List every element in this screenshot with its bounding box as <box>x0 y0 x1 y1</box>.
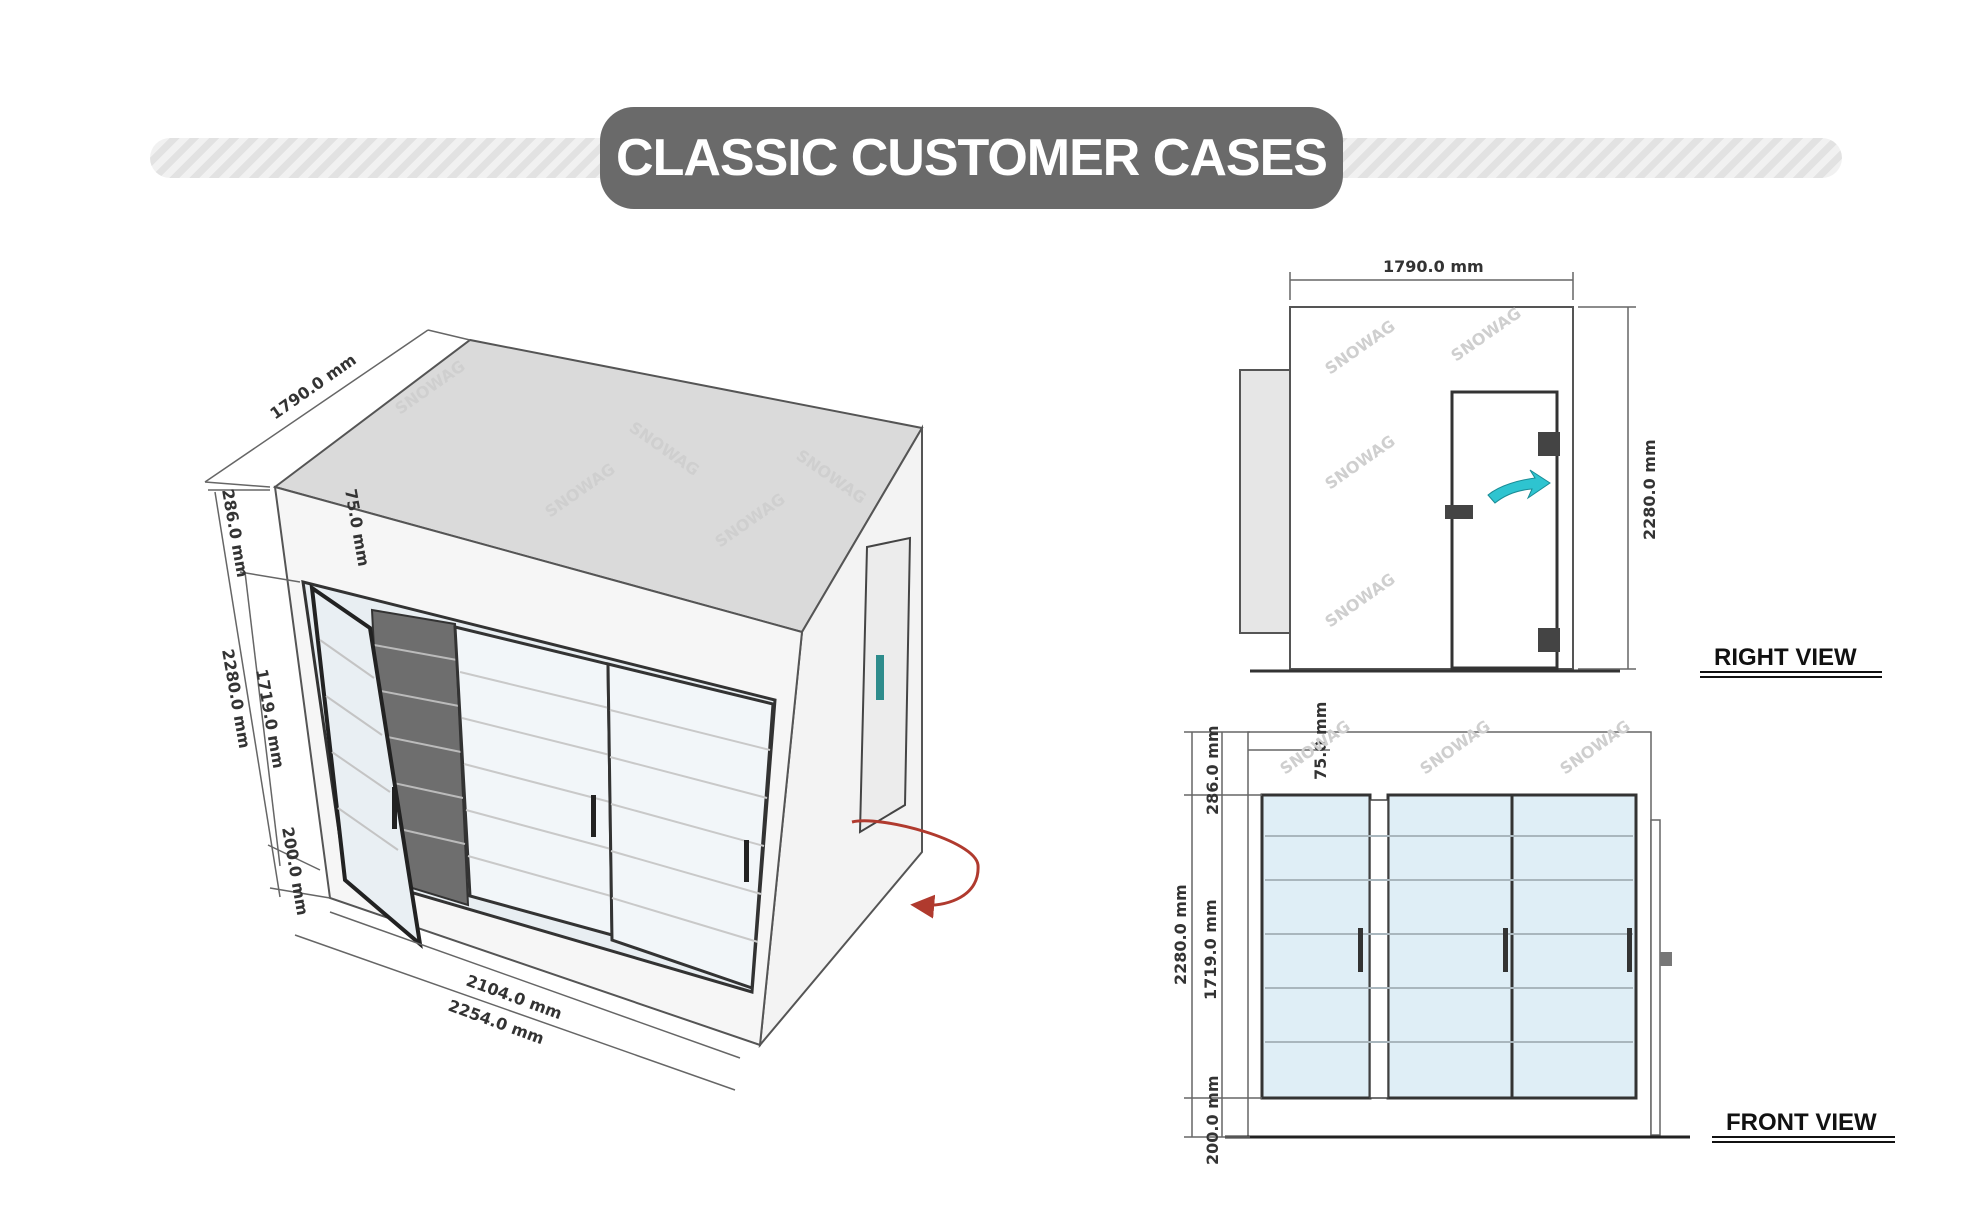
right-view-hinge-top <box>1538 432 1560 456</box>
iso-open-door-shelves <box>319 639 399 851</box>
front-view-label: FRONT VIEW <box>1726 1109 1877 1136</box>
isometric-view: SNOWAG SNOWAG SNOWAG SNOWAG SNOWAG 1790.… <box>204 329 980 1091</box>
right-view-hinge-bottom <box>1538 628 1560 652</box>
front-view-door-height-dim: 1719.0 mm <box>1201 899 1220 1000</box>
right-view-door-latch <box>1445 505 1473 519</box>
iso-door-2-shelves <box>459 671 612 897</box>
front-view-glass-door-2 <box>1386 793 1514 1100</box>
front-view-side-door-edge <box>1650 819 1661 1136</box>
iso-door-3-handle <box>744 840 749 882</box>
right-view-width-dim: 1790.0 mm <box>1383 257 1484 276</box>
iso-door-swing-arrow <box>851 819 980 919</box>
iso-dimension-lines <box>204 329 741 1091</box>
front-view-shelves <box>1265 835 1633 1043</box>
front-view-glass-door-1 <box>1260 793 1372 1100</box>
right-view: 1790.0 mm 2280.0 mm SNOWAG SNOWAG SNOWAG… <box>1239 257 1882 678</box>
iso-door-3-shelves <box>609 709 771 943</box>
iso-side-door-handle <box>876 655 884 700</box>
iso-bottom-dim: 200.0 mm <box>278 825 312 916</box>
front-view-top-band-dim: 286.0 mm <box>1203 725 1222 815</box>
iso-top-band-dim: 286.0 mm <box>218 487 252 578</box>
front-view-handle-1 <box>1358 928 1363 972</box>
front-view-side-latch <box>1660 952 1672 966</box>
front-view: 75.0 mm 286.0 mm 2280.0 mm 1719.0 mm 200… <box>1171 702 1895 1165</box>
iso-door-2-handle <box>591 795 596 837</box>
front-view-handle-2 <box>1503 928 1508 972</box>
right-view-front-doors-edge <box>1239 369 1291 634</box>
right-view-label: RIGHT VIEW <box>1714 644 1857 671</box>
right-view-turn-arrow-icon <box>1487 469 1551 504</box>
right-view-height-dim: 2280.0 mm <box>1640 439 1659 540</box>
iso-open-door-handle <box>392 787 397 829</box>
iso-side-door <box>858 536 912 834</box>
front-view-total-height-dim: 2280.0 mm <box>1171 884 1190 985</box>
right-view-dimension-lines <box>1289 272 1636 670</box>
banner-title: CLASSIC CUSTOMER CASES <box>616 129 1328 187</box>
front-view-handle-3 <box>1627 928 1632 972</box>
front-view-dimension-lines <box>1184 731 1330 1138</box>
front-view-mullion <box>1369 799 1389 1099</box>
front-view-glass-door-3 <box>1510 793 1638 1100</box>
front-view-bottom-dim: 200.0 mm <box>1203 1075 1222 1165</box>
banner-pill: CLASSIC CUSTOMER CASES <box>600 107 1343 209</box>
front-view-panel-dim: 75.0 mm <box>1311 702 1330 780</box>
